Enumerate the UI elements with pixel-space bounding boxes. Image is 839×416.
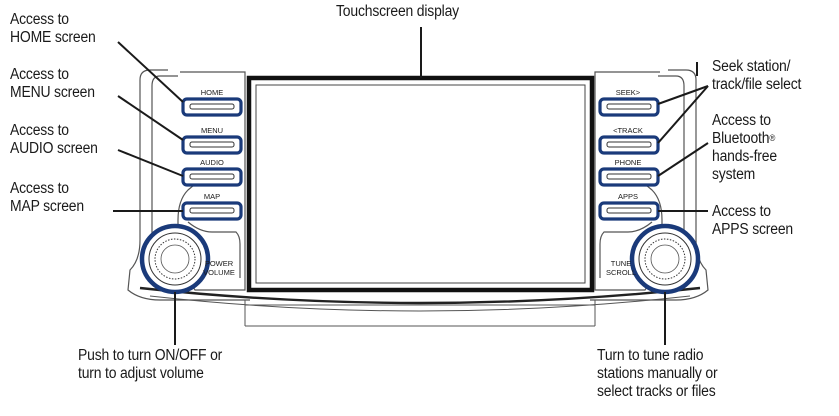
- callout-touchscreen-text: Touchscreen display: [336, 3, 459, 20]
- audio-button-label: AUDIO: [200, 158, 224, 167]
- phone-button[interactable]: PHONE: [598, 158, 660, 187]
- tune-scroll-knob[interactable]: [629, 223, 701, 295]
- map-button[interactable]: MAP: [181, 192, 243, 221]
- callout-apps-line1: Access to: [712, 203, 771, 220]
- callout-touchscreen: Touchscreen display: [336, 3, 459, 21]
- tune-knob-label-line2: SCROLL: [606, 268, 636, 277]
- left-button-column: HOME MENU AUDIO MAP: [181, 88, 243, 221]
- callout-audio-line2: AUDIO screen: [10, 140, 98, 157]
- right-button-column: SEEK> <TRACK PHONE APPS: [598, 88, 660, 221]
- callout-audio: Access to AUDIO screen: [10, 122, 98, 158]
- callout-bluetooth-line3: hands-free: [712, 148, 777, 165]
- callout-bluetooth-line4: system: [712, 166, 756, 183]
- phone-button-label: PHONE: [615, 158, 642, 167]
- seek-button[interactable]: SEEK>: [598, 88, 660, 117]
- callout-seek-line2: track/file select: [712, 76, 802, 93]
- callout-map-line2: MAP screen: [10, 198, 84, 215]
- callout-audio-line1: Access to: [10, 122, 69, 139]
- callout-seek: Seek station/ track/file select: [712, 58, 801, 94]
- seek-button-label: SEEK>: [616, 88, 641, 97]
- callout-seek-line1: Seek station/: [712, 58, 791, 75]
- power-knob-label-line2: VOLUME: [203, 268, 235, 277]
- map-button-label: MAP: [204, 192, 220, 201]
- home-button-label: HOME: [201, 88, 224, 97]
- callout-apps-line2: APPS screen: [712, 221, 793, 238]
- callout-menu-line1: Access to: [10, 66, 69, 83]
- apps-button[interactable]: APPS: [598, 192, 660, 221]
- callout-tune-line1: Turn to tune radio: [597, 347, 704, 364]
- callout-power-line2: turn to adjust volume: [78, 365, 204, 382]
- callout-home: Access to HOME screen: [10, 11, 96, 47]
- tune-knob-label-line1: TUNE: [611, 259, 631, 268]
- apps-button-label: APPS: [618, 192, 638, 201]
- callout-menu-line2: MENU screen: [10, 84, 95, 101]
- registered-mark: ®: [769, 133, 776, 143]
- power-knob-label-line1: POWER: [205, 259, 234, 268]
- callout-tune: Turn to tune radio stations manually or …: [597, 347, 718, 401]
- callout-bluetooth-line1: Access to: [712, 112, 771, 129]
- callout-power: Push to turn ON/OFF or turn to adjust vo…: [78, 347, 222, 383]
- callout-tune-line2: stations manually or: [597, 365, 718, 382]
- callout-home-line1: Access to: [10, 11, 69, 28]
- menu-button-label: MENU: [201, 126, 223, 135]
- leader-lines: [113, 27, 709, 345]
- track-button[interactable]: <TRACK: [598, 126, 660, 155]
- track-button-label: <TRACK: [613, 126, 643, 135]
- power-volume-knob[interactable]: [139, 223, 211, 295]
- callout-bluetooth-line2: Bluetooth: [712, 130, 770, 147]
- callout-home-line2: HOME screen: [10, 29, 96, 46]
- audio-button[interactable]: AUDIO: [181, 158, 243, 187]
- callout-map-line1: Access to: [10, 180, 69, 197]
- callout-tune-line3: select tracks or files: [597, 383, 716, 400]
- menu-button[interactable]: MENU: [181, 126, 243, 155]
- callout-map: Access to MAP screen: [10, 180, 84, 216]
- callout-bluetooth: Access to Bluetooth® hands-free system: [712, 112, 777, 184]
- callout-apps: Access to APPS screen: [712, 203, 793, 239]
- touchscreen-display: [246, 75, 595, 293]
- callout-power-line1: Push to turn ON/OFF or: [78, 347, 223, 364]
- callout-menu: Access to MENU screen: [10, 66, 95, 102]
- home-button[interactable]: HOME: [181, 88, 243, 117]
